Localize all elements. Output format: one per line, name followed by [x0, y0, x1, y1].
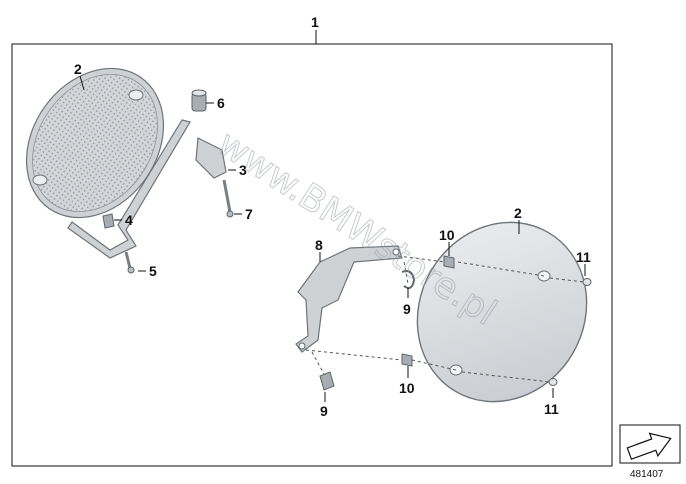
nut-10-lower [401, 353, 413, 367]
callout-4: 4 [125, 212, 133, 228]
washer-11-upper [582, 278, 592, 286]
callout-10-upper: 10 [439, 227, 455, 243]
callout-7: 7 [245, 206, 253, 222]
left-bracket-rod [67, 119, 191, 259]
callout-3: 3 [239, 162, 247, 178]
callout-11-upper: 11 [576, 249, 591, 265]
nut-10-upper [443, 255, 455, 269]
callout-1: 1 [311, 14, 319, 30]
reference-number: 481407 [630, 469, 664, 480]
arrow-corner-icon [619, 424, 681, 464]
clip-9-upper [401, 270, 416, 289]
right-disc-plate [416, 221, 588, 403]
callout-10-lower: 10 [399, 380, 415, 396]
nut-4 [102, 213, 115, 229]
callout-2-left: 2 [74, 61, 82, 77]
callout-11-lower: 11 [544, 401, 559, 417]
callouts: 1 2 2 3 4 5 6 7 8 9 9 10 10 11 11 [74, 14, 591, 419]
watermark: www.BMWstore.pl [210, 123, 503, 333]
assembly-frame [11, 30, 613, 467]
clamp-bracket [195, 137, 227, 179]
clip-9-lower [319, 371, 335, 391]
screw-5 [124, 251, 135, 274]
washer-11-lower [548, 378, 558, 386]
right-mounting-bracket [295, 245, 403, 353]
callout-6: 6 [217, 95, 225, 111]
screw-7 [222, 179, 234, 218]
assembly-lines [305, 255, 585, 383]
spacer-sleeve [191, 89, 207, 112]
callout-2-right: 2 [514, 205, 522, 221]
callout-9-lower: 9 [320, 403, 328, 419]
callout-9-upper: 9 [403, 301, 411, 317]
callout-8: 8 [315, 237, 323, 253]
callout-5: 5 [149, 263, 157, 279]
left-oval-plate [25, 67, 165, 219]
leader-lines [79, 75, 586, 402]
